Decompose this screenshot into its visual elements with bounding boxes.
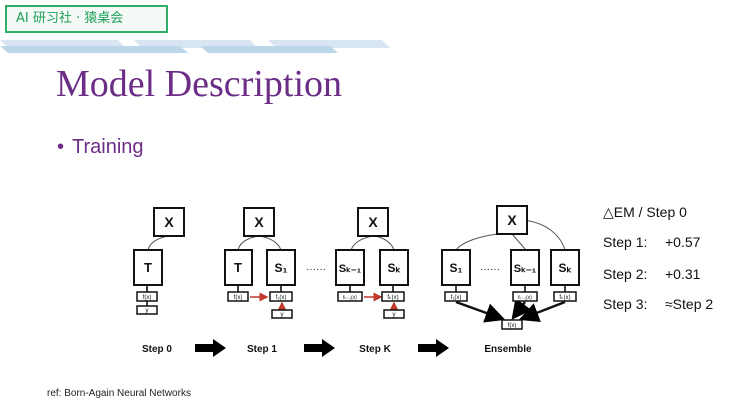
- student-model-box: [441, 249, 471, 286]
- student-label: Sₖ: [558, 261, 572, 275]
- ellipsis: ······: [306, 264, 326, 275]
- x-label: X: [164, 214, 174, 230]
- student-label: S₁: [275, 261, 288, 275]
- y-label: y: [146, 308, 149, 314]
- y-label: y: [393, 312, 396, 318]
- results-header: △EM / Step 0: [603, 204, 687, 220]
- output-box: [337, 291, 363, 302]
- output-box: [444, 291, 468, 302]
- student-model-box: [510, 249, 540, 286]
- student-model-box: [335, 249, 365, 286]
- ensemble-output-box: [501, 319, 523, 330]
- stage-label-step0: Step 0: [142, 344, 172, 355]
- output-label: fₖ(x): [387, 295, 398, 301]
- x-label: X: [254, 214, 264, 230]
- header-stripes: [0, 40, 390, 53]
- result-label: Step 3:: [603, 296, 648, 312]
- student-label: Sₖ₋₁: [514, 263, 537, 275]
- output-label: f(x): [143, 295, 152, 301]
- student-model-box: [379, 249, 409, 286]
- result-value: ≈Step 2: [665, 296, 714, 312]
- bullet-text: Training: [72, 136, 144, 158]
- output-label: fₖ(x): [559, 295, 570, 301]
- x-node: [496, 205, 528, 235]
- label-box: [136, 305, 158, 315]
- output-box: [381, 291, 405, 302]
- bullet-dot: •: [57, 136, 65, 158]
- stage-arrow-icon: [195, 339, 226, 357]
- result-label: Step 2:: [603, 266, 648, 282]
- stage-label-stepk: Step K: [359, 344, 391, 355]
- output-box: [227, 291, 249, 302]
- output-label: f(x): [234, 295, 243, 301]
- slide-title: Model Description: [56, 63, 343, 105]
- output-box: [136, 291, 158, 302]
- stage-label-step1: Step 1: [247, 344, 277, 355]
- output-label: f₁(x): [276, 295, 287, 301]
- output-label: f₁(x): [451, 295, 462, 301]
- ensemble-output-label: f(x): [508, 323, 517, 329]
- result-value: +0.57: [665, 234, 701, 250]
- stage-arrow-icon: [418, 339, 449, 357]
- result-row: Step 1: +0.57: [603, 234, 700, 250]
- output-box: [269, 291, 293, 302]
- reference-note: ref: Born-Again Neural Networks: [47, 388, 191, 399]
- output-label: fₖ₋₁(x): [343, 295, 357, 301]
- teacher-model-box: [224, 249, 253, 286]
- x-node: [153, 207, 185, 237]
- x-node: [243, 207, 275, 237]
- student-model-box: [550, 249, 580, 286]
- teacher-label: T: [234, 260, 242, 275]
- x-label: X: [368, 214, 378, 230]
- brand-logo: AI 研习社 · 猿桌会: [5, 5, 168, 33]
- x-node: [357, 207, 389, 237]
- ellipsis: ······: [480, 264, 500, 275]
- teacher-model-box: [133, 249, 163, 286]
- output-box: [512, 291, 538, 302]
- student-label: S₁: [450, 261, 463, 275]
- stage-arrow-icon: [304, 339, 335, 357]
- label-box: [271, 309, 293, 319]
- teacher-label: T: [144, 260, 152, 275]
- result-label: Step 1:: [603, 234, 648, 250]
- result-row: Step 3: ≈Step 2: [603, 296, 713, 312]
- stage-arrows: [195, 339, 449, 357]
- y-label: y: [281, 312, 284, 318]
- result-value: +0.31: [665, 266, 701, 282]
- stage-label-ensemble: Ensemble: [484, 344, 532, 355]
- result-row: Step 2: +0.31: [603, 266, 700, 282]
- output-box: [553, 291, 577, 302]
- student-model-box: [266, 249, 296, 286]
- student-label: Sₖ₋₁: [339, 263, 362, 275]
- label-box: [383, 309, 405, 319]
- x-label: X: [507, 212, 517, 228]
- bullet-training: • Training: [57, 136, 144, 159]
- student-label: Sₖ: [387, 261, 401, 275]
- output-label: fₖ₋₁(x): [518, 295, 532, 301]
